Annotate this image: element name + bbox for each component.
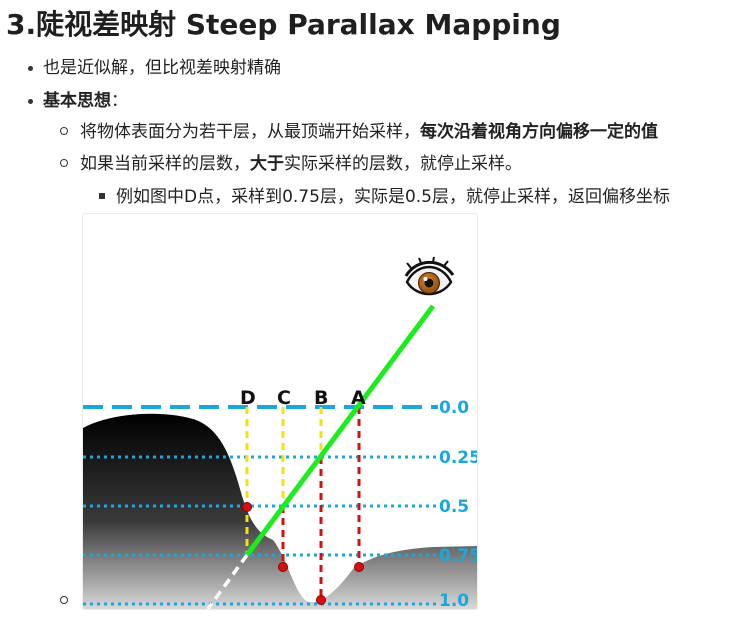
list-item-stop-condition: 如果当前采样的层数，大于实际采样的层数，就停止采样。 <box>80 152 522 176</box>
list-item-example: 例如图中D点，采样到0.75层，实际是0.5层，就停止采样，返回偏移坐标 <box>116 185 670 209</box>
list-item-approximation: 也是近似解，但比视差映射精确 <box>43 56 281 80</box>
list-bullet <box>60 159 68 167</box>
list-bullet <box>60 127 68 135</box>
hit-point-c <box>278 562 288 572</box>
list-item-bold-text: 大于 <box>250 154 284 174</box>
list-bullet <box>99 193 105 199</box>
parallax-diagram: D C B A 0.0 0.25 0.5 0.75 1.0 <box>82 213 478 610</box>
list-item-layers: 将物体表面分为若干层，从最顶端开始采样，每次沿着视角方向偏移一定的值 <box>80 120 658 144</box>
eye-icon <box>404 256 455 296</box>
list-item-text: 将物体表面分为若干层，从最顶端开始采样， <box>80 122 420 142</box>
parallax-diagram-svg: D C B A 0.0 0.25 0.5 0.75 1.0 <box>83 256 477 609</box>
point-label-c: C <box>277 387 291 409</box>
depth-label-075: 0.75 <box>439 546 477 566</box>
depth-label-025: 0.25 <box>439 448 477 468</box>
depth-label-05: 0.5 <box>439 497 469 517</box>
point-label-a: A <box>351 387 366 409</box>
heightfield-surface <box>83 413 477 609</box>
list-item-text: 实际采样的层数，就停止采样。 <box>284 154 522 174</box>
point-label-b: B <box>314 387 328 409</box>
list-item-bold-text: 每次沿着视角方向偏移一定的值 <box>420 122 658 142</box>
depth-label-0: 0.0 <box>439 398 469 418</box>
hit-point-b <box>316 595 326 605</box>
list-item-text: 例如图中D点，采样到0.75层，实际是0.5层，就停止采样，返回偏移坐标 <box>116 187 670 207</box>
list-bullet <box>28 99 33 104</box>
depth-label-1: 1.0 <box>439 591 469 609</box>
list-item-bold-text: 基本思想 <box>43 91 111 111</box>
point-label-d: D <box>240 387 256 409</box>
list-item-basic-idea: 基本思想： <box>43 89 128 113</box>
hit-point-a <box>354 562 364 572</box>
view-ray <box>244 304 436 557</box>
list-item-text: 如果当前采样的层数， <box>80 154 250 174</box>
hit-point-d <box>242 502 252 512</box>
list-bullet <box>28 66 33 71</box>
view-ray-continuation <box>206 553 249 609</box>
page-title: 3.陡视差映射 Steep Parallax Mapping <box>6 8 561 41</box>
list-item-text: 也是近似解，但比视差映射精确 <box>43 58 281 78</box>
list-bullet <box>60 596 68 604</box>
list-item-text: ： <box>111 91 128 111</box>
